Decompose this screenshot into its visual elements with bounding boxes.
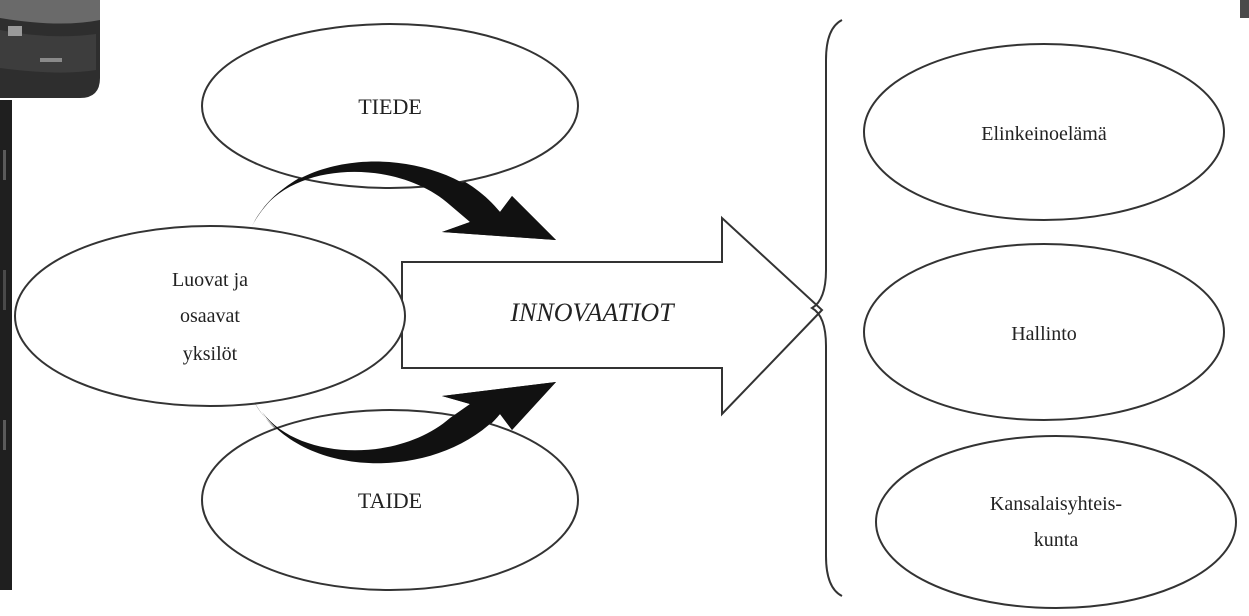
node-art-label: TAIDE (358, 488, 422, 513)
photo-fragment-left-strip (0, 100, 12, 590)
node-civil-society-line-1: Kansalaisyhteis- (990, 493, 1122, 515)
photo-fragment-top-left (0, 0, 100, 98)
curved-arrow-bottom-overlay (262, 382, 556, 464)
main-arrow-label: INNOVAATIOT (509, 298, 675, 327)
node-science: TIEDE (201, 23, 579, 189)
bracket (809, 19, 843, 597)
node-civil-society: Kansalaisyhteis- kunta (875, 435, 1237, 609)
node-business: Elinkeinoelämä (863, 43, 1225, 221)
node-individuals-line-3: yksilöt (183, 343, 238, 365)
main-arrow: INNOVAATIOT (401, 215, 824, 417)
photo-fragment-top-right (1240, 0, 1249, 18)
node-civil-society-line-2: kunta (1034, 529, 1079, 551)
node-administration-label: Hallinto (1011, 323, 1077, 345)
node-individuals: Luovat ja osaavat yksilöt (14, 225, 406, 407)
node-individuals-line-1: Luovat ja (172, 269, 248, 291)
node-business-label: Elinkeinoelämä (981, 123, 1107, 145)
curved-arrow-top-overlay (262, 161, 556, 240)
node-administration: Hallinto (863, 243, 1225, 421)
node-art: TAIDE (201, 409, 579, 591)
node-science-label: TIEDE (358, 94, 422, 119)
node-individuals-line-2: osaavat (180, 305, 240, 327)
